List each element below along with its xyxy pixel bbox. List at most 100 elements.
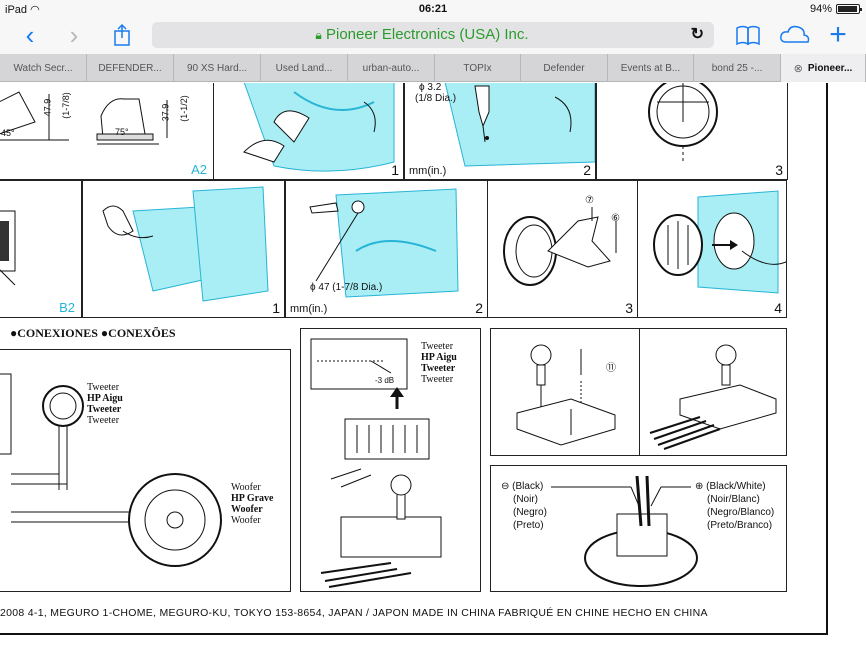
speaker-back-illustration	[648, 83, 718, 162]
tab-label: Defender	[543, 62, 585, 74]
dim-label: (1-7/8)	[60, 92, 71, 119]
tab-label: DEFENDER...	[98, 62, 162, 74]
battery-icon	[836, 4, 862, 14]
tab-3[interactable]: Used Land...	[261, 54, 348, 82]
terminal-label: ⊕ (Black/White)	[695, 481, 766, 492]
drill-size: ϕ 3.2	[419, 83, 442, 93]
panel-mount-depth: 47.9 (1-7/8) 37.9 (1-1/2) 45° 75° A2	[0, 83, 214, 180]
speaker-depth-diagram	[0, 91, 168, 145]
reload-icon[interactable]: ↻	[690, 26, 704, 43]
tab-bar: Watch Secr... DEFENDER... 90 XS Hard... …	[0, 54, 866, 82]
dim-label: 37.9	[160, 103, 171, 122]
wiring-diagram	[0, 373, 222, 567]
speaker-label: Woofer	[231, 482, 261, 493]
tab-2[interactable]: 90 XS Hard...	[174, 54, 261, 82]
step-number: 2	[583, 162, 591, 178]
hole-size: ϕ 47 (1-7/8 Dia.)	[310, 282, 383, 293]
panel-drill-hole: ϕ 3.2 (1/8 Dia.) mm(in.) 2	[404, 83, 596, 180]
part-callout: ⑦	[585, 195, 594, 206]
cloud-icon-glyph	[780, 25, 810, 43]
tab-8[interactable]: bond 25 -...	[694, 54, 781, 82]
panel-crossover-wired	[639, 328, 787, 456]
speaker-label: HP Aigu	[421, 352, 457, 363]
step-number: 4	[774, 300, 782, 316]
drill-illustration	[444, 83, 595, 167]
panel-speaker-back: 3	[596, 83, 788, 180]
speaker-label: HP Grave	[231, 493, 274, 504]
dim-label: (1-1/2)	[178, 95, 189, 122]
tab-label: Events at B...	[620, 62, 681, 74]
speaker-label: HP Aigu	[87, 393, 123, 404]
panel-tweeter-mount: B2	[0, 180, 82, 318]
speaker-label: Tweeter	[421, 341, 454, 352]
part-callout: ⑥	[611, 213, 620, 224]
share-icon[interactable]	[108, 22, 136, 48]
status-bar: iPad ◠ 06:21 94%	[0, 0, 866, 18]
dim-label: 47.9	[42, 98, 53, 117]
angle-label: 75°	[115, 127, 129, 137]
panel-insert-tweeter: 4	[637, 180, 787, 318]
terminal-label: (Negro)	[513, 507, 547, 518]
speaker-label: Tweeter	[421, 374, 454, 385]
battery-indicator: 94%	[810, 3, 862, 15]
terminal-label: ⊖ (Black)	[501, 481, 544, 492]
figure-code: A2	[191, 162, 207, 177]
step-number: 3	[775, 162, 783, 178]
attenuation-label: -3 dB	[375, 376, 395, 385]
tab-6[interactable]: Defender	[521, 54, 608, 82]
tab-label: Watch Secr...	[13, 62, 73, 74]
panel-polarity: ⊖ (Black) (Noir) (Negro) (Preto) ⊕ (Blac…	[490, 465, 787, 592]
tab-label: Pioneer...	[807, 62, 853, 74]
document-page: 47.9 (1-7/8) 37.9 (1-1/2) 45° 75° A2 1 ϕ…	[0, 83, 866, 649]
page-title: 🔒︎ Pioneer Electronics (USA) Inc.	[315, 26, 529, 43]
car-door-illustration	[243, 83, 395, 172]
tab-0[interactable]: Watch Secr...	[0, 54, 87, 82]
tab-7[interactable]: Events at B...	[608, 54, 694, 82]
clock: 06:21	[418, 3, 448, 15]
door-trim-illustration	[102, 186, 269, 302]
step-number: 3	[625, 300, 633, 316]
tab-label: Used Land...	[275, 62, 333, 74]
wifi-icon: ◠	[30, 4, 40, 16]
crossover-wired-illustration	[649, 344, 777, 450]
angle-label: 45°	[1, 128, 15, 138]
speaker-label: Tweeter	[87, 382, 120, 393]
tab-5[interactable]: TOPIx	[435, 54, 521, 82]
device-label: iPad ◠	[5, 4, 40, 16]
terminal-label: (Noir)	[513, 494, 538, 505]
icloud-tabs-icon[interactable]	[778, 22, 812, 48]
browser-toolbar: ‹ › 🔒︎ Pioneer Electronics (USA) Inc. ↻ …	[0, 18, 866, 54]
document-footer: 2008 4-1, MEGURO 1-CHOME, MEGURO-KU, TOK…	[0, 607, 708, 619]
section-header: ●CONEXIONES ●CONEXÕES	[10, 326, 176, 340]
page-edge	[826, 83, 828, 635]
panel-bracket-assembly: ⑦ ⑥ 3	[487, 180, 638, 318]
crossover-switch-illustration	[310, 338, 442, 588]
part-callout: ⑪	[606, 363, 616, 374]
tab-label: TOPIx	[463, 62, 492, 74]
new-tab-icon[interactable]: +	[829, 18, 847, 51]
share-icon-glyph	[114, 23, 130, 46]
back-icon[interactable]: ‹	[25, 20, 35, 50]
tab-label: bond 25 -...	[711, 62, 763, 74]
terminal-label: (Preto/Branco)	[707, 520, 773, 531]
speaker-label: Woofer	[231, 515, 261, 526]
speaker-label: Tweeter	[87, 404, 122, 415]
forward-icon[interactable]: ›	[69, 20, 79, 50]
close-tab-icon[interactable]: ⊗	[793, 62, 803, 75]
door-panel-cutout-illustration	[309, 188, 459, 298]
step-number: 1	[272, 300, 280, 316]
tab-1[interactable]: DEFENDER...	[87, 54, 174, 82]
terminal-label: (Preto)	[513, 520, 544, 531]
speaker-label: Tweeter	[421, 363, 456, 374]
figure-code: B2	[59, 300, 75, 315]
terminal-polarity-illustration	[551, 475, 698, 587]
tab-active[interactable]: ⊗ Pioneer...	[781, 54, 866, 82]
address-bar[interactable]: 🔒︎ Pioneer Electronics (USA) Inc. ↻	[152, 22, 714, 48]
unit-label: mm(in.)	[409, 165, 447, 177]
bookmarks-icon[interactable]	[734, 22, 762, 48]
tab-4[interactable]: urban-auto...	[348, 54, 435, 82]
panel-remove-grille: 1	[213, 83, 404, 180]
page-bottom-edge	[0, 633, 828, 635]
speaker-label: Woofer	[231, 504, 263, 515]
tab-label: urban-auto...	[362, 62, 420, 74]
